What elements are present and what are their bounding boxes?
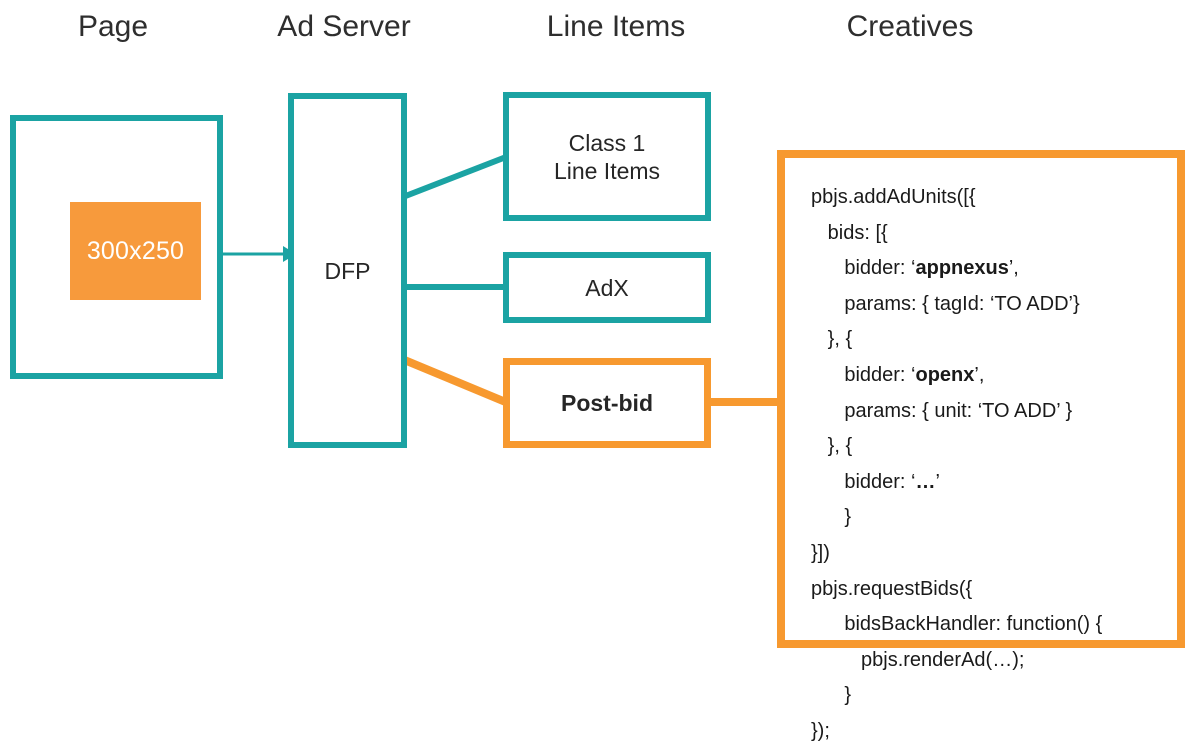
code-line: bidder: ‘appnexus’, bbox=[811, 257, 1019, 280]
column-header-page: Page bbox=[77, 10, 149, 43]
edge-dfp-to-class1 bbox=[401, 154, 508, 200]
code-line: } bbox=[811, 684, 852, 707]
code-line: bids: [{ bbox=[811, 221, 888, 244]
code-line: }, { bbox=[811, 435, 853, 458]
code-line: pbjs.renderAd(…); bbox=[811, 648, 1025, 671]
column-header-ad-server: Ad Server bbox=[277, 10, 411, 43]
code-line: params: { unit: ‘TO ADD’ } bbox=[811, 399, 1073, 422]
code-line: }); bbox=[811, 719, 830, 742]
column-header-creatives: Creatives bbox=[846, 10, 974, 43]
code-line: } bbox=[811, 506, 852, 529]
column-header-line-items: Line Items bbox=[546, 10, 686, 43]
creative-banner-300x250[interactable]: 300x250 bbox=[70, 202, 201, 300]
line-item-box-postbid[interactable]: Post-bid bbox=[503, 358, 711, 448]
code-line: }]) bbox=[811, 541, 830, 564]
creatives-code-lines: pbjs.addAdUnits([{ bids: [{ bidder: ‘app… bbox=[811, 180, 1171, 750]
line-item-box-class1-label: Class 1 Line Items bbox=[553, 129, 661, 184]
ad-server-box-dfp[interactable]: DFP bbox=[288, 93, 407, 448]
creatives-code-box[interactable]: pbjs.addAdUnits([{ bids: [{ bidder: ‘app… bbox=[777, 150, 1185, 742]
line-item-box-adx-label: AdX bbox=[585, 274, 629, 301]
code-line: params: { tagId: ‘TO ADD’} bbox=[811, 292, 1080, 315]
code-line: bidsBackHandler: function() { bbox=[811, 613, 1103, 636]
code-line: }, { bbox=[811, 328, 853, 351]
code-line: bidder: ‘openx’, bbox=[811, 363, 985, 386]
ad-server-box-label: DFP bbox=[324, 257, 371, 284]
edge-dfp-to-postbid bbox=[400, 355, 510, 407]
code-line: bidder: ‘…’ bbox=[811, 470, 940, 493]
diagram-canvas: Page Ad Server Line Items Creatives 300x… bbox=[10, 10, 1185, 742]
line-item-box-class1[interactable]: Class 1 Line Items bbox=[503, 92, 711, 221]
creative-banner-label: 300x250 bbox=[86, 237, 185, 265]
line-item-box-postbid-label: Post-bid bbox=[561, 390, 653, 416]
code-line: pbjs.requestBids({ bbox=[811, 577, 973, 600]
code-line: pbjs.addAdUnits([{ bbox=[811, 186, 976, 208]
line-item-box-adx[interactable]: AdX bbox=[503, 252, 711, 323]
